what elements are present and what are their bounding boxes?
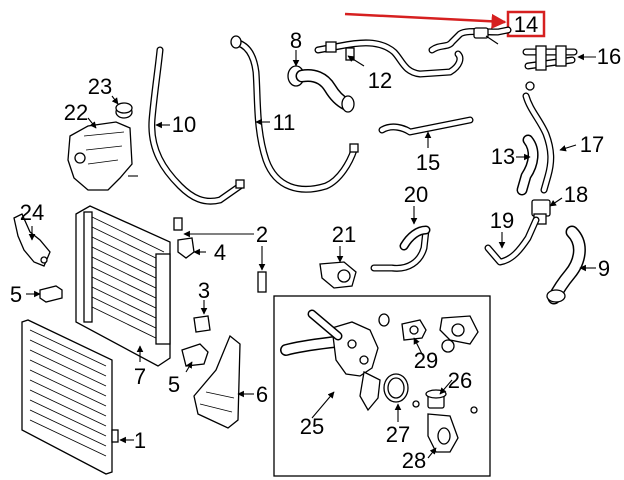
part-5-clip-lower bbox=[181, 343, 209, 373]
callout-8: 8 bbox=[290, 28, 302, 53]
leader-26 bbox=[439, 379, 453, 395]
part-9-hose bbox=[546, 225, 596, 305]
highlight-arrow bbox=[344, 12, 507, 29]
part-17-hose bbox=[522, 92, 577, 194]
callout-13: 13 bbox=[491, 144, 515, 169]
callout-9: 9 bbox=[598, 256, 610, 281]
callout-14: 14 bbox=[514, 12, 538, 37]
callout-28: 28 bbox=[402, 448, 426, 473]
callout-21: 21 bbox=[332, 222, 356, 247]
part-22-reservoir bbox=[67, 117, 138, 191]
part-6-deflector bbox=[193, 334, 254, 429]
part-1-condenser bbox=[21, 319, 134, 475]
part-10-hose bbox=[148, 46, 245, 205]
highlight-box bbox=[506, 10, 546, 38]
callout-11: 11 bbox=[273, 110, 296, 135]
callout-22: 22 bbox=[64, 100, 88, 125]
part-21-sensor bbox=[319, 246, 357, 289]
part-8-hose bbox=[287, 50, 355, 113]
callout-1: 1 bbox=[134, 428, 146, 453]
part-12-hose bbox=[314, 39, 464, 78]
part-16-connector bbox=[522, 45, 596, 91]
callout-2: 2 bbox=[256, 222, 268, 247]
callout-7: 7 bbox=[134, 364, 146, 389]
part-7-radiator bbox=[75, 205, 171, 367]
callout-15: 15 bbox=[416, 150, 440, 175]
part-2-plugs bbox=[173, 217, 267, 293]
part-23-cap bbox=[111, 95, 133, 119]
part-3-clip bbox=[193, 300, 211, 333]
callout-27: 27 bbox=[386, 422, 410, 447]
leader-28 bbox=[427, 447, 437, 459]
callout-6: 6 bbox=[256, 382, 268, 407]
part-5-clip-left bbox=[26, 285, 63, 303]
callout-24: 24 bbox=[20, 200, 44, 225]
callout-19: 19 bbox=[490, 208, 514, 233]
part-24-bracket bbox=[13, 213, 51, 267]
part-25-group bbox=[273, 295, 491, 477]
callout-20: 20 bbox=[404, 182, 428, 207]
part-19-hose bbox=[484, 216, 540, 266]
part-11-hose bbox=[230, 35, 359, 193]
callout-17: 17 bbox=[580, 132, 604, 157]
callout-26: 26 bbox=[448, 368, 472, 393]
part-14-hose bbox=[428, 26, 512, 54]
callout-23: 23 bbox=[88, 74, 112, 99]
callout-5-left: 5 bbox=[10, 282, 22, 307]
callout-10: 10 bbox=[172, 112, 196, 137]
part-13-hose bbox=[516, 134, 539, 196]
callout-29: 29 bbox=[414, 348, 438, 373]
callout-18: 18 bbox=[564, 182, 588, 207]
callout-25: 25 bbox=[300, 414, 324, 439]
part-4-bracket bbox=[177, 237, 206, 259]
callout-3: 3 bbox=[198, 278, 210, 303]
part-15-pipe bbox=[378, 116, 474, 148]
callout-16: 16 bbox=[597, 44, 621, 69]
callout-5-lower: 5 bbox=[168, 372, 180, 397]
callout-4: 4 bbox=[214, 240, 226, 265]
part-20-pipe bbox=[370, 206, 431, 272]
leader-29 bbox=[413, 337, 423, 355]
part-18-fitting bbox=[531, 197, 563, 225]
callout-12: 12 bbox=[368, 68, 392, 93]
